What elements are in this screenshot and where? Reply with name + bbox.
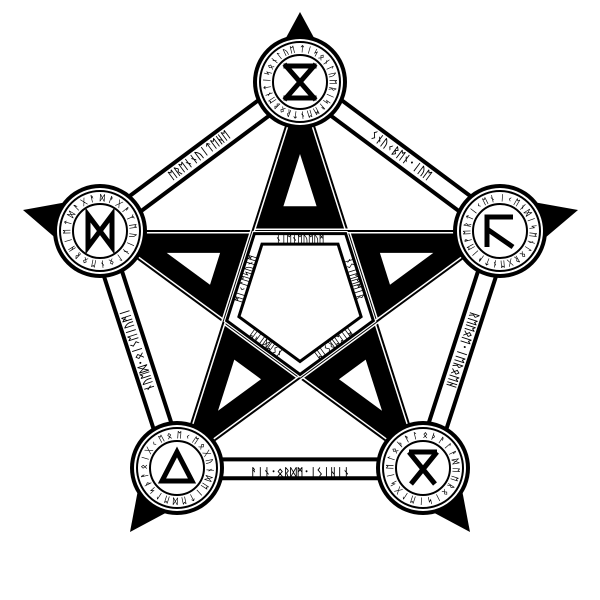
othala-crossed-rune-icon: [407, 449, 439, 486]
outer-band-inscription: ᚨᛁᚾ᛫ᛟᚱᛞᛗ᛫ᛁᛊᛁᚺᛁᚾ: [250, 466, 349, 479]
dagaz-hourglass-rune-icon: [282, 62, 318, 102]
arm-triangle: [283, 154, 317, 207]
triangle-rune-icon: [157, 446, 197, 484]
arm-triangle: [339, 359, 382, 411]
medallion-left: ᛞᚨᚷᚨᛉᛖᚢᛁᚾᛚᛟᚾᛖᛟᚱᚺᛁᛖᛏᛞᚨᚷᚨ: [53, 184, 147, 278]
bowtie-rune-icon: [85, 207, 115, 255]
inner-band-inscription: ᚾᛁᛖᚾᛖᚢᛖᚢᛗ: [276, 233, 325, 244]
medallion-bottom-right: ᛟᚦᚨᛚᚨᛞᛖᛖᚱᛟᛁᛋᛁᛖᛚᚷᛋᛁᛖᛚᛟᚦᚨᛚ: [376, 421, 470, 515]
medallion-right: ᛁᚲᛖᚾᛞᛁᛋᛖᚾᛚᛟᚱᚷᛖᚾᛏᚨᛁᛖᚠᛖᚱᛏᛁᚲᛖᚾ: [453, 184, 547, 278]
arm-triangle: [379, 252, 434, 285]
arm-triangle: [166, 252, 221, 285]
rune-medallions: ᛏᛁᛋᛟᚾᛚᚢᛖᚱᛁᛋᚨᛗᛖᚾᛏᚱᛟᛒᛖᚾᛏᛁᛋᛟᚾᛚᚢᛖ ᛁᚲᛖᚾᛞᛁᛋᛖᚾᛚᛟ…: [53, 35, 547, 515]
kaunan-angle-rune-icon: [484, 214, 515, 250]
medallion-top: ᛏᛁᛋᛟᚾᛚᚢᛖᚱᛁᛋᚨᛗᛖᚾᛏᚱᛟᛒᛖᚾᛏᛁᛋᛟᚾᛚᚢᛖ: [253, 35, 347, 129]
arm-triangle: [218, 359, 261, 411]
medallion-bottom-left: ᛖᚲᛖᛟᚷᚢᚾᛞᛖᛁᛏᛖᛞᛖᛚᛋᚦᚨᛟᛁᚷᚲᛖᛟ: [130, 421, 224, 515]
inner-pentagon: [223, 231, 377, 378]
inner-pentagon-band: [223, 231, 377, 378]
